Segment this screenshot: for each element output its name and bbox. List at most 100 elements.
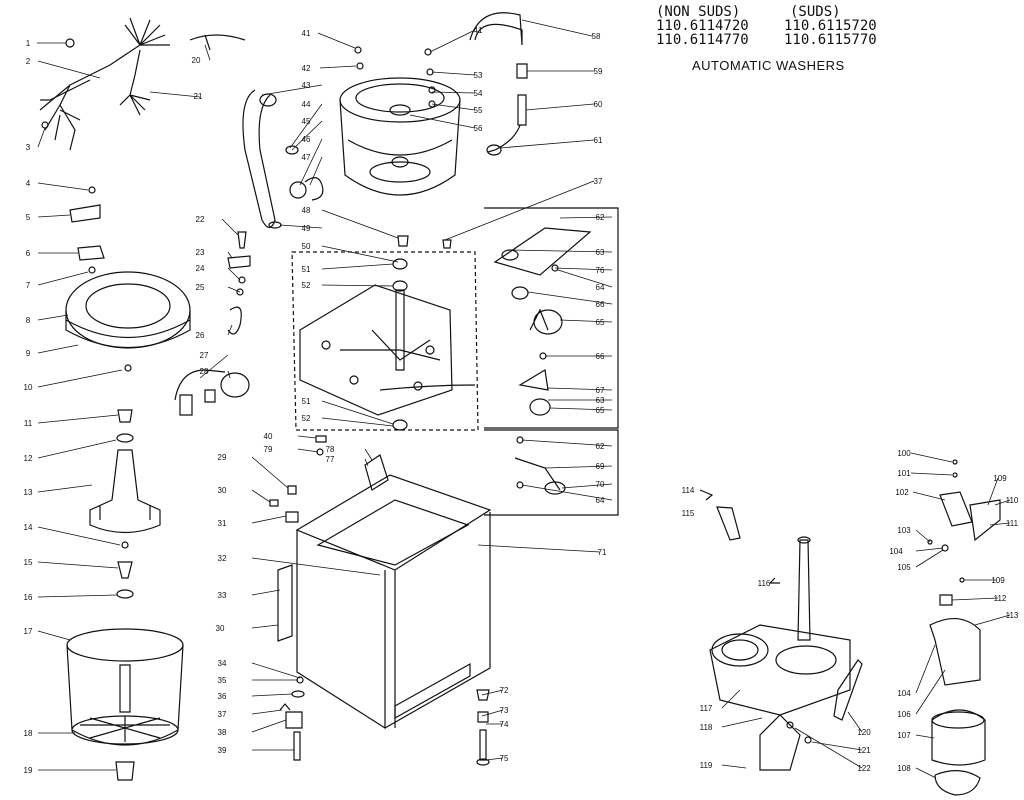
model-number: 110.6115770 bbox=[784, 32, 877, 48]
tub-cover-assembly bbox=[65, 186, 191, 372]
part-number-label: 66 bbox=[596, 300, 605, 309]
part-number-label: 117 bbox=[700, 704, 713, 713]
part-number-label: 52 bbox=[302, 281, 311, 290]
part-number-label: 122 bbox=[857, 764, 871, 773]
part-number-label: 48 bbox=[302, 206, 311, 215]
part-number-label: 70 bbox=[596, 480, 605, 489]
part-number-label: 8 bbox=[26, 316, 31, 325]
base-plate-assembly bbox=[291, 235, 479, 431]
part-number-label: 34 bbox=[218, 659, 227, 668]
part-number-label: 21 bbox=[194, 92, 203, 101]
part-number-label: 105 bbox=[897, 563, 911, 572]
part-number-label: 23 bbox=[196, 248, 205, 257]
drain-hose bbox=[242, 89, 324, 229]
part-number-label: 37 bbox=[218, 710, 227, 719]
part-number-label: 62 bbox=[596, 442, 605, 451]
part-number-label: 65 bbox=[596, 406, 605, 415]
part-number-label: 75 bbox=[500, 754, 509, 763]
part-number-label: 58 bbox=[592, 32, 601, 41]
part-number-label: 103 bbox=[897, 526, 911, 535]
part-number-label: 36 bbox=[218, 692, 227, 701]
part-number-label: 74 bbox=[500, 720, 509, 729]
part-number-label: 20 bbox=[192, 56, 201, 65]
part-number-label: 77 bbox=[326, 455, 335, 464]
part-number-label: 64 bbox=[596, 283, 605, 292]
part-number-label: 116 bbox=[758, 579, 771, 588]
part-number-label: 6 bbox=[26, 249, 31, 258]
drive-linkage bbox=[699, 489, 741, 541]
part-number-label: 108 bbox=[897, 764, 911, 773]
part-number-label: 15 bbox=[24, 558, 33, 567]
part-number-label: 101 bbox=[897, 469, 911, 478]
part-number-label: 64 bbox=[596, 496, 605, 505]
part-number-label: 66 bbox=[596, 352, 605, 361]
part-number-label: 16 bbox=[24, 593, 33, 602]
part-number-label: 60 bbox=[594, 100, 603, 109]
model-number: 110.6115720 bbox=[784, 18, 877, 34]
part-number-label: 41 bbox=[474, 26, 483, 35]
part-number-label: 40 bbox=[264, 432, 273, 441]
tub-fasteners bbox=[354, 46, 436, 108]
diagram-title: AUTOMATIC WASHERS bbox=[692, 58, 845, 73]
part-number-label: 33 bbox=[218, 591, 227, 600]
part-number-label: 104 bbox=[897, 689, 911, 698]
model-column-header-suds: (SUDS) bbox=[790, 4, 841, 20]
part-number-label: 110 bbox=[1006, 496, 1019, 505]
part-number-label: 52 bbox=[302, 414, 311, 423]
part-number-label: 106 bbox=[897, 710, 911, 719]
part-number-label: 37 bbox=[594, 177, 603, 186]
part-number-label: 67 bbox=[596, 386, 605, 395]
part-number-label: 13 bbox=[24, 488, 33, 497]
part-number-label: 114 bbox=[682, 486, 695, 495]
part-number-label: 71 bbox=[598, 548, 607, 557]
part-number-label: 10 bbox=[24, 383, 33, 392]
part-number-label: 45 bbox=[302, 117, 311, 126]
part-number-label: 104 bbox=[889, 547, 903, 556]
part-number-label: 65 bbox=[596, 318, 605, 327]
part-number-label: 118 bbox=[700, 723, 713, 732]
misc-small-parts bbox=[174, 231, 327, 523]
part-number-label: 102 bbox=[895, 488, 909, 497]
part-number-label: 42 bbox=[302, 64, 311, 73]
part-number-label: 69 bbox=[596, 462, 605, 471]
part-number-label: 50 bbox=[302, 242, 311, 251]
part-number-label: 51 bbox=[302, 397, 311, 406]
part-number-label: 59 bbox=[594, 67, 603, 76]
transmission-assembly bbox=[709, 536, 863, 771]
wiring-harness bbox=[39, 17, 246, 151]
part-number-label: 9 bbox=[26, 349, 31, 358]
detail-box-upper bbox=[484, 207, 619, 429]
motor-and-switch-assembly bbox=[927, 459, 1001, 796]
part-number-label: 32 bbox=[218, 554, 227, 563]
part-number-label: 38 bbox=[218, 728, 227, 737]
part-number-label: 30 bbox=[218, 486, 227, 495]
part-number-label: 41 bbox=[302, 29, 311, 38]
part-number-label: 78 bbox=[326, 445, 335, 454]
part-number-label: 14 bbox=[24, 523, 33, 532]
part-number-label: 30 bbox=[216, 624, 225, 633]
part-number-label: 119 bbox=[700, 761, 713, 770]
wash-basket bbox=[66, 628, 184, 781]
part-number-label: 63 bbox=[596, 396, 605, 405]
outer-tub bbox=[339, 77, 461, 196]
part-number-label: 100 bbox=[897, 449, 911, 458]
part-number-label: 18 bbox=[24, 729, 33, 738]
part-number-label: 44 bbox=[302, 100, 311, 109]
part-number-label: 39 bbox=[218, 746, 227, 755]
part-number-label: 43 bbox=[302, 81, 311, 90]
part-number-label: 120 bbox=[857, 728, 871, 737]
part-number-label: 22 bbox=[196, 215, 205, 224]
part-number-label: 27 bbox=[200, 351, 209, 360]
part-number-label: 109 bbox=[991, 576, 1005, 585]
part-number-label: 72 bbox=[500, 686, 509, 695]
part-number-label: 54 bbox=[474, 89, 483, 98]
part-number-label: 111 bbox=[1006, 519, 1019, 528]
part-callouts: 1234567891011121314151617181920212223242… bbox=[24, 26, 1019, 775]
part-number-label: 113 bbox=[1006, 611, 1019, 620]
part-number-label: 17 bbox=[24, 627, 33, 636]
part-number-label: 46 bbox=[302, 135, 311, 144]
part-number-label: 26 bbox=[196, 331, 205, 340]
part-number-label: 24 bbox=[196, 264, 205, 273]
